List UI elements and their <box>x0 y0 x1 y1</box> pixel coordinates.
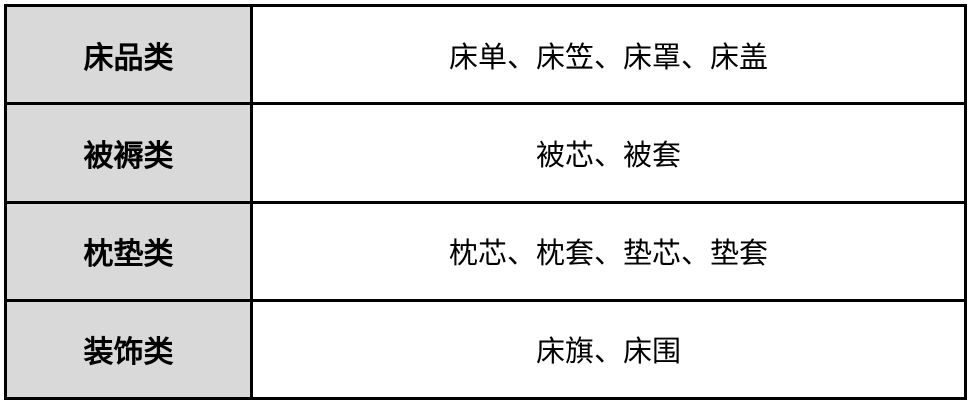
items-cell: 被芯、被套 <box>250 102 967 204</box>
items-cell: 床单、床笠、床罩、床盖 <box>250 3 967 106</box>
table-row: 枕垫类 枕芯、枕套、垫芯、垫套 <box>4 200 967 302</box>
items-cell: 床旗、床围 <box>250 298 967 401</box>
items-cell: 枕芯、枕套、垫芯、垫套 <box>250 200 967 302</box>
category-cell: 被褥类 <box>4 102 253 204</box>
table-row: 被褥类 被芯、被套 <box>4 102 967 204</box>
category-cell: 枕垫类 <box>4 200 253 302</box>
table-row: 床品类 床单、床笠、床罩、床盖 <box>4 3 967 106</box>
category-table: 床品类 床单、床笠、床罩、床盖 被褥类 被芯、被套 枕垫类 枕芯、枕套、垫芯、垫… <box>4 3 967 401</box>
category-cell: 装饰类 <box>4 298 253 401</box>
table-row: 装饰类 床旗、床围 <box>4 298 967 401</box>
category-cell: 床品类 <box>4 3 253 106</box>
